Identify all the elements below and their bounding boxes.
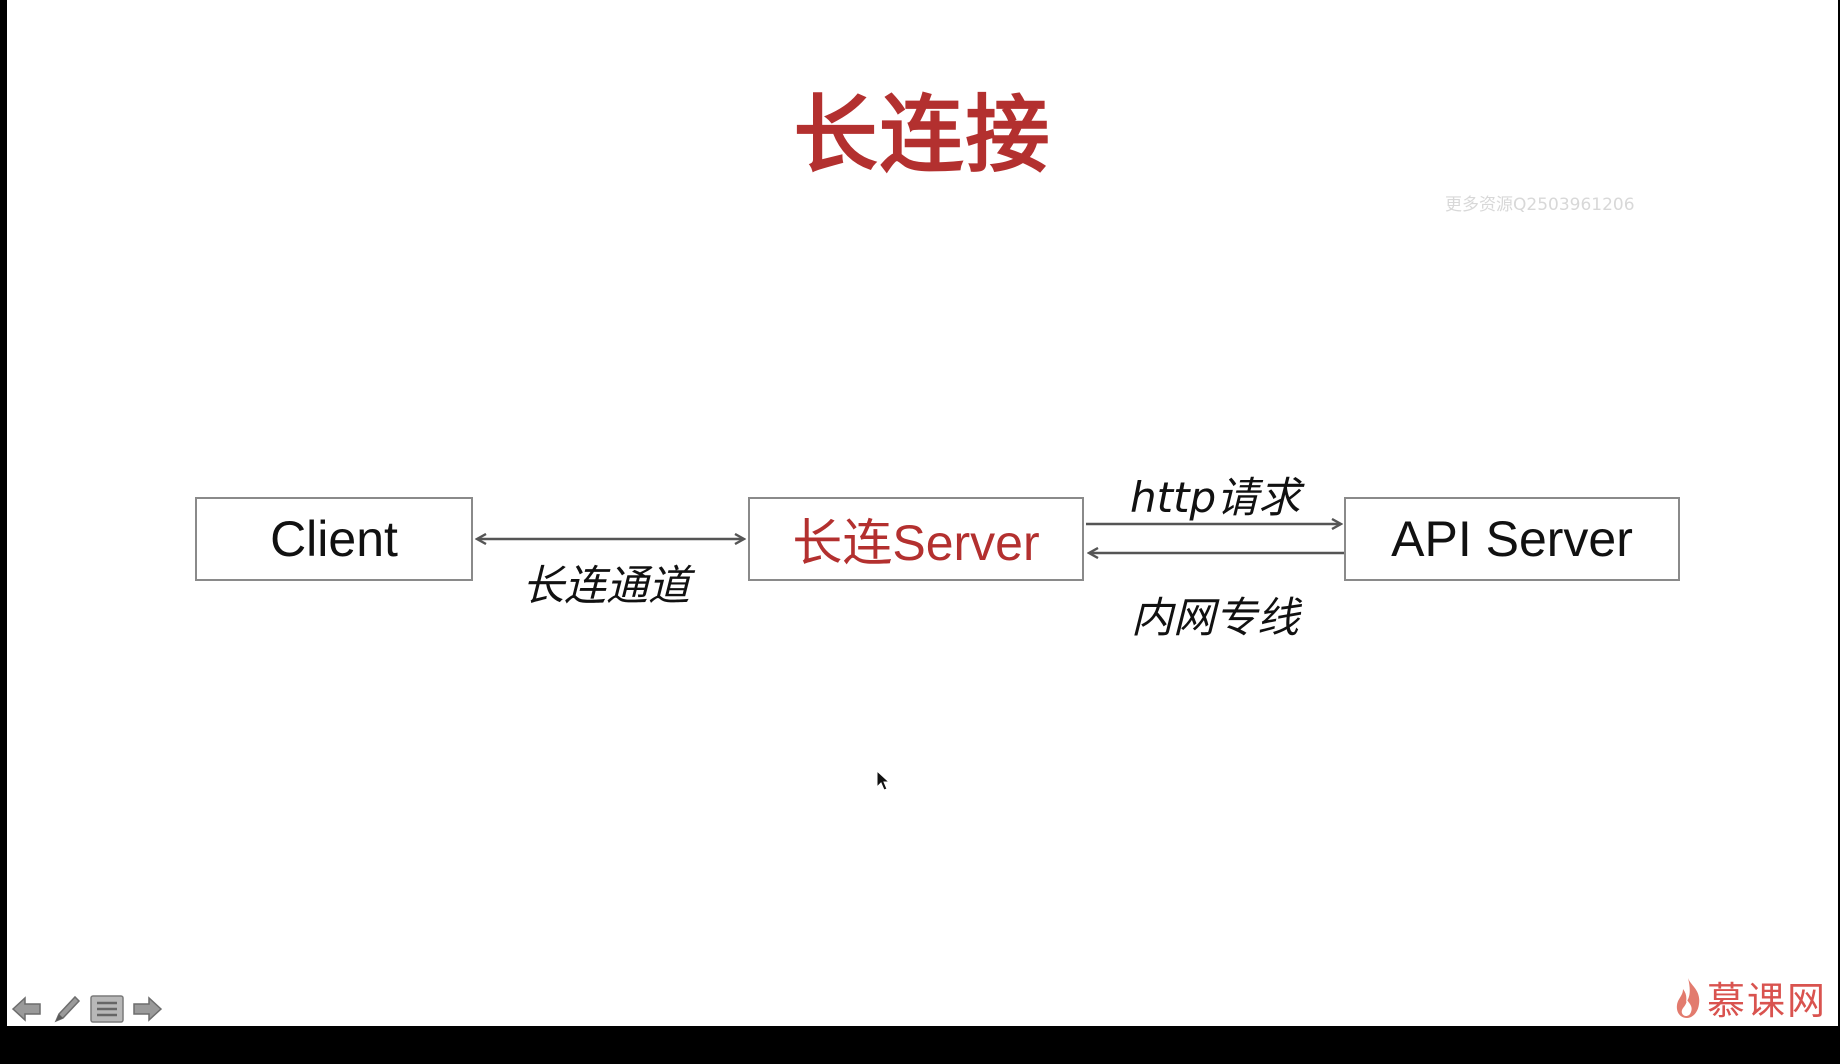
arrow-left-icon bbox=[11, 996, 41, 1022]
slide-title: 长连接 bbox=[793, 86, 1052, 184]
api-server-label: API Server bbox=[1391, 511, 1633, 567]
client-node-label: Client bbox=[270, 511, 398, 567]
slide: 长连接 更多资源Q2503961206 Client 长连Server API … bbox=[7, 0, 1838, 1026]
player-bottom-bar bbox=[0, 1026, 1840, 1064]
slide-toolbar bbox=[7, 992, 167, 1026]
arrow-right-icon bbox=[133, 996, 163, 1022]
slide-menu-button[interactable] bbox=[87, 992, 127, 1026]
imooc-logo: 慕课网 bbox=[1673, 970, 1827, 1025]
pen-tool-button[interactable] bbox=[47, 992, 87, 1026]
private-line-label: 内网专线 bbox=[1131, 593, 1300, 642]
client-node: Client bbox=[195, 497, 473, 581]
logo-text: 慕课网 bbox=[1707, 979, 1828, 1023]
channel-label: 长连通道 bbox=[522, 561, 691, 610]
next-slide-button[interactable] bbox=[127, 992, 167, 1026]
long-connection-server-label: 长连Server bbox=[792, 515, 1040, 571]
pen-icon bbox=[54, 995, 81, 1023]
api-server-node: API Server bbox=[1344, 497, 1680, 581]
watermark-text: 更多资源Q2503961206 bbox=[1445, 195, 1635, 215]
long-connection-server-node: 长连Server bbox=[748, 497, 1084, 581]
mouse-cursor-icon bbox=[876, 769, 892, 796]
flame-icon bbox=[1676, 977, 1700, 1018]
menu-icon bbox=[90, 995, 124, 1023]
http-request-label: http请求 bbox=[1130, 473, 1301, 522]
previous-slide-button[interactable] bbox=[7, 992, 47, 1026]
